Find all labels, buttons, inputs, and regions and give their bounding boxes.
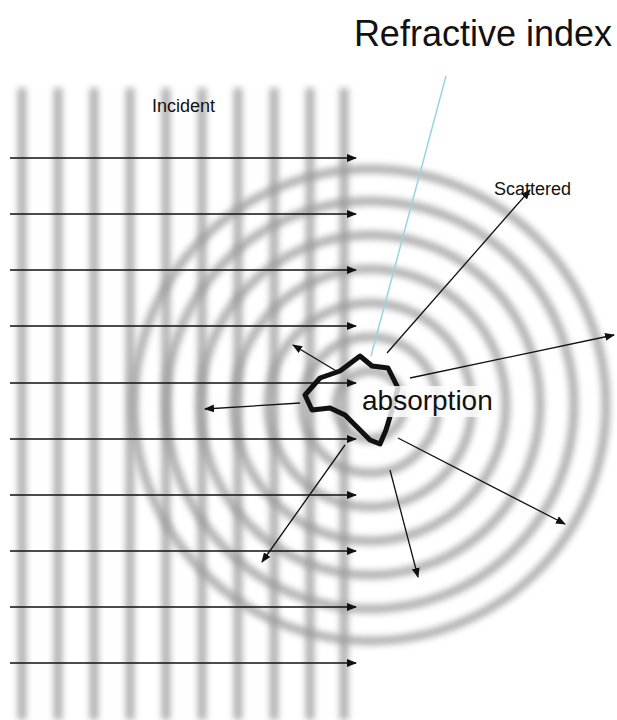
title-label: Refractive index <box>354 14 612 54</box>
scattered-label: Scattered <box>494 180 571 200</box>
scattered-wavefronts <box>134 169 606 641</box>
incident-label: Incident <box>152 97 215 117</box>
incident-arrows <box>10 158 356 663</box>
scattered-arrows <box>205 190 614 577</box>
leader-line <box>371 76 446 356</box>
absorption-label: absorption <box>360 386 495 417</box>
